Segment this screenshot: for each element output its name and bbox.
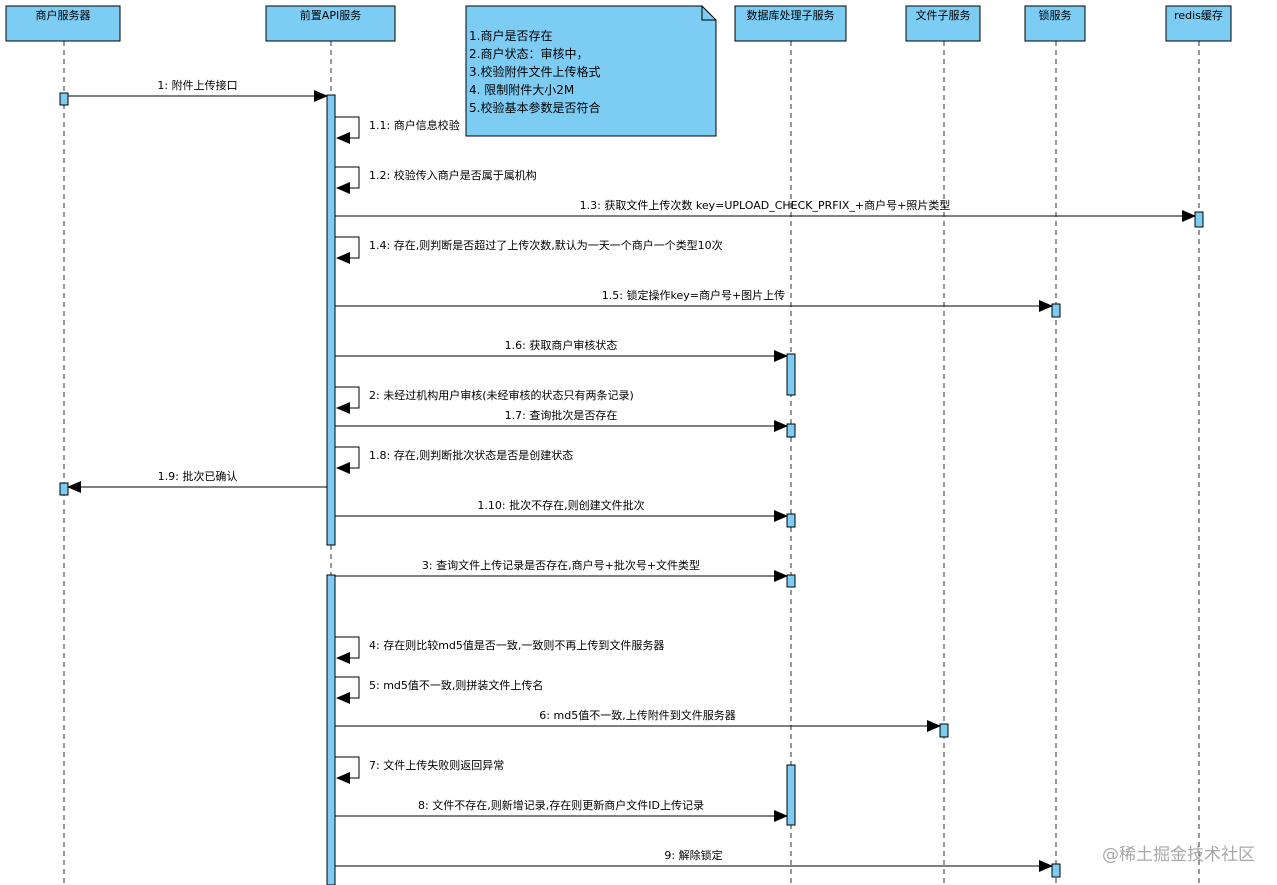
note-line: 1.商户是否存在 <box>469 28 552 43</box>
participant-file[interactable]: 文件子服务 <box>905 5 981 42</box>
self-message-arrow <box>335 636 360 664</box>
self-message-arrow <box>335 116 360 144</box>
message-label: 4: 存在则比较md5值是否一致,一致则不再上传到文件服务器 <box>369 638 664 652</box>
activation-redis <box>1194 211 1204 228</box>
activation-db <box>786 423 796 438</box>
message-m1_5[interactable]: 1.5: 锁定操作key=商户号+图片上传 <box>335 288 1053 312</box>
participant-label: redis缓存 <box>1174 8 1223 22</box>
note-line: 5.校验基本参数是否符合 <box>469 100 600 115</box>
message-m5[interactable]: 5: md5值不一致,则拼装文件上传名 <box>335 676 543 704</box>
note-fold <box>701 6 716 21</box>
participant-db[interactable]: 数据库处理子服务 <box>734 5 847 42</box>
note-body <box>465 5 717 137</box>
message-m6[interactable]: 6: md5值不一致,上传附件到文件服务器 <box>335 708 941 732</box>
participant-label: 商户服务器 <box>36 8 91 22</box>
message-label: 1.9: 批次已确认 <box>158 469 238 483</box>
self-message-arrow <box>335 166 360 194</box>
participant-redis[interactable]: redis缓存 <box>1165 5 1232 42</box>
message-m1_3[interactable]: 1.3: 获取文件上传次数 key=UPLOAD_CHECK_PRFIX_+商户… <box>335 198 1196 222</box>
participant-label: 锁服务 <box>1039 8 1072 22</box>
message-label: 7: 文件上传失败则返回异常 <box>369 758 504 772</box>
note[interactable]: 1.商户是否存在 2.商户状态：审核中， 3.校验附件文件上传格式 4. 限制附件大小… <box>465 5 717 137</box>
message-label: 1.3: 获取文件上传次数 key=UPLOAD_CHECK_PRFIX_+商户… <box>580 198 951 212</box>
note-line: 2.商户状态：审核中， <box>469 46 588 61</box>
message-label: 9: 解除锁定 <box>664 848 722 862</box>
participant-label: 数据库处理子服务 <box>747 8 835 22</box>
participant-box <box>1165 5 1232 42</box>
message-m1_2[interactable]: 1.2: 校验传入商户是否属于属机构 <box>335 166 537 194</box>
message-m1_6[interactable]: 1.6: 获取商户审核状态 <box>335 338 788 362</box>
participant-api[interactable]: 前置API服务 <box>265 5 396 42</box>
message-label: 6: md5值不一致,上传附件到文件服务器 <box>539 708 735 722</box>
message-m1[interactable]: 1: 附件上传接口 <box>68 78 328 102</box>
message-label: 1.5: 锁定操作key=商户号+图片上传 <box>602 288 785 302</box>
message-m1_10[interactable]: 1.10: 批次不存在,则创建文件批次 <box>335 498 788 522</box>
activation-db <box>786 574 796 588</box>
activation-db <box>786 513 796 528</box>
activation-db <box>786 764 796 826</box>
message-m1_4[interactable]: 1.4: 存在,则判断是否超过了上传次数,默认为一天一个商户一个类型10次 <box>335 236 723 264</box>
self-message-arrow <box>335 676 360 704</box>
activation-api <box>326 574 336 885</box>
self-message-arrow <box>335 446 360 474</box>
message-m7[interactable]: 7: 文件上传失败则返回异常 <box>335 756 504 784</box>
message-label: 8: 文件不存在,则新增记录,存在则更新商户文件ID上传记录 <box>418 798 704 812</box>
participant-lock[interactable]: 锁服务 <box>1024 5 1086 42</box>
activation-merchant <box>59 482 69 496</box>
activation-file <box>939 723 949 738</box>
message-label: 1.2: 校验传入商户是否属于属机构 <box>369 168 537 182</box>
message-label: 3: 查询文件上传记录是否存在,商户号+批次号+文件类型 <box>422 558 700 572</box>
message-label: 5: md5值不一致,则拼装文件上传名 <box>369 678 543 692</box>
message-label: 1.6: 获取商户审核状态 <box>505 338 618 352</box>
message-m8[interactable]: 8: 文件不存在,则新增记录,存在则更新商户文件ID上传记录 <box>335 798 788 822</box>
activation-lock <box>1051 303 1061 318</box>
activation-merchant <box>59 92 69 106</box>
message-m1_7[interactable]: 1.7: 查询批次是否存在 <box>335 408 788 432</box>
self-message-arrow <box>335 236 360 264</box>
message-label: 1.10: 批次不存在,则创建文件批次 <box>477 498 644 512</box>
participant-merchant[interactable]: 商户服务器 <box>5 5 121 42</box>
message-m9[interactable]: 9: 解除锁定 <box>335 848 1053 872</box>
message-label: 1.4: 存在,则判断是否超过了上传次数,默认为一天一个商户一个类型10次 <box>369 238 723 252</box>
message-m1_1[interactable]: 1.1: 商户信息校验 <box>335 116 460 144</box>
self-message-arrow <box>335 756 360 784</box>
participant-label: 文件子服务 <box>916 8 971 22</box>
note-line: 4. 限制附件大小2M <box>469 83 574 97</box>
message-label: 1.7: 查询批次是否存在 <box>505 408 618 422</box>
message-label: 1: 附件上传接口 <box>157 78 237 92</box>
participant-label: 前置API服务 <box>300 8 361 22</box>
message-m2[interactable]: 2: 未经过机构用户审核(未经审核的状态只有两条记录) <box>335 386 634 414</box>
message-m3[interactable]: 3: 查询文件上传记录是否存在,商户号+批次号+文件类型 <box>335 558 788 582</box>
message-m1_9[interactable]: 1.9: 批次已确认 <box>67 469 327 493</box>
participant-box <box>905 5 981 42</box>
participant-box <box>1024 5 1086 42</box>
message-m4[interactable]: 4: 存在则比较md5值是否一致,一致则不再上传到文件服务器 <box>335 636 664 664</box>
participant-box <box>734 5 847 42</box>
participant-box <box>5 5 121 42</box>
self-message-arrow <box>335 386 360 414</box>
note-line: 3.校验附件文件上传格式 <box>469 64 600 79</box>
watermark: @稀土掘金技术社区 <box>1102 845 1255 865</box>
message-m1_8[interactable]: 1.8: 存在,则判断批次状态是否是创建状态 <box>335 446 573 474</box>
message-label: 1.1: 商户信息校验 <box>369 118 460 132</box>
activation-db <box>786 353 796 396</box>
message-label: 2: 未经过机构用户审核(未经审核的状态只有两条记录) <box>369 388 634 402</box>
participant-box <box>265 5 396 42</box>
activation-lock <box>1051 863 1061 878</box>
message-label: 1.8: 存在,则判断批次状态是否是创建状态 <box>369 448 573 462</box>
activation-api <box>326 94 336 546</box>
